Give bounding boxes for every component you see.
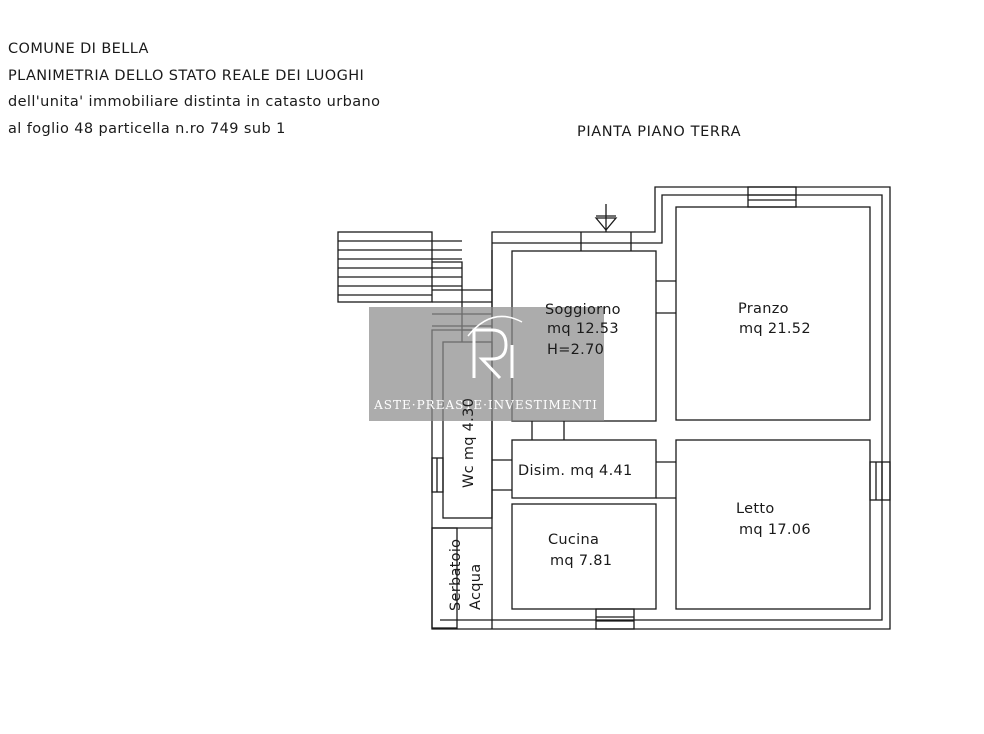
room-serbatoio-outline bbox=[431, 527, 458, 629]
room-cucina-outline bbox=[511, 503, 657, 610]
label-cucina: Cucina bbox=[548, 532, 599, 548]
label-pranzo-area: mq 21.52 bbox=[739, 321, 811, 337]
room-disimpegno-outline bbox=[511, 439, 657, 499]
window-letto bbox=[869, 461, 891, 501]
label-soggiorno: Soggiorno bbox=[545, 302, 621, 318]
header-line-3: dell'unita' immobiliare distinta in cata… bbox=[8, 94, 381, 110]
label-pranzo: Pranzo bbox=[738, 301, 789, 317]
window-pranzo bbox=[747, 186, 797, 208]
header-line-2: PLANIMETRIA DELLO STATO REALE DEI LUOGHI bbox=[8, 67, 365, 84]
label-soggiorno-height: H=2.70 bbox=[547, 342, 604, 358]
external-stair bbox=[337, 231, 433, 303]
label-letto-area: mq 17.06 bbox=[739, 522, 811, 538]
watermark: ASTE·PREASTE·INVESTIMENTI bbox=[369, 307, 604, 421]
title-block: COMUNE DI BELLA PLANIMETRIA DELLO STATO … bbox=[8, 36, 380, 142]
entrance-arrow-icon bbox=[594, 204, 618, 232]
watermark-logo-icon bbox=[467, 315, 523, 380]
plan-title: PIANTA PIANO TERRA bbox=[577, 124, 742, 140]
header-line-4: al foglio 48 particella n.ro 749 sub 1 bbox=[8, 120, 286, 137]
watermark-text: ASTE·PREASTE·INVESTIMENTI bbox=[373, 398, 598, 412]
window-cucina bbox=[595, 608, 635, 630]
label-letto: Letto bbox=[736, 501, 775, 517]
label-soggiorno-area: mq 12.53 bbox=[547, 321, 619, 337]
label-wc: Wc mq 4.30 bbox=[461, 398, 477, 488]
label-disimpegno: Disim. mq 4.41 bbox=[518, 463, 633, 479]
label-cucina-area: mq 7.81 bbox=[550, 553, 612, 569]
room-letto-outline bbox=[675, 439, 871, 610]
label-serbatoio-acqua: Acqua bbox=[468, 564, 484, 610]
header-line-1: COMUNE DI BELLA bbox=[8, 41, 149, 57]
label-serbatoio: Serbatoio bbox=[448, 539, 464, 611]
